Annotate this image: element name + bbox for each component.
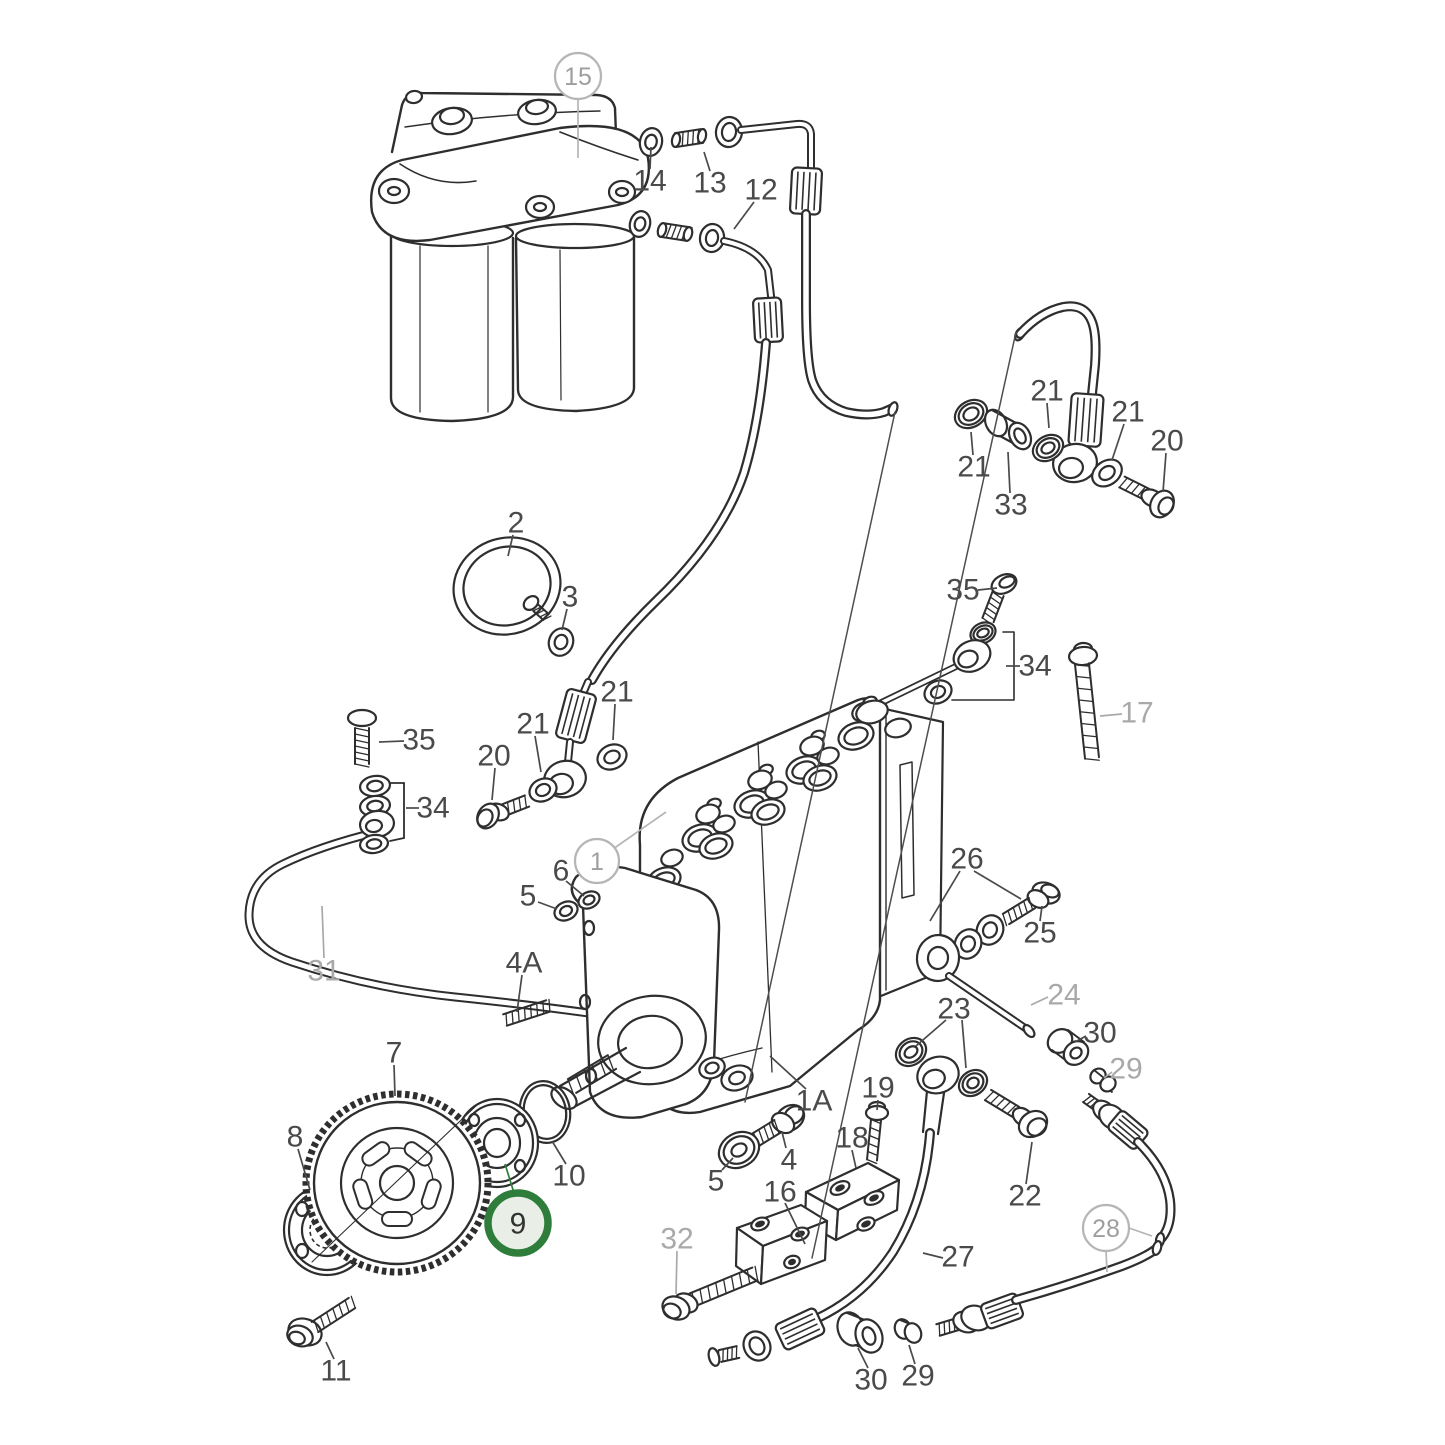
part-callout-23-27[interactable]: 23 [937,993,970,1026]
part-callout-17-18[interactable]: 17 [1120,697,1153,730]
circled-part-callout-28[interactable]: 28 [1081,1203,1131,1253]
part-callout-1A-31[interactable]: 1A [796,1085,833,1118]
part-callout-21-5[interactable]: 21 [957,451,990,484]
circled-part-callout-1[interactable]: 1 [573,837,621,885]
part-callout-10-30[interactable]: 10 [552,1160,585,1193]
part-callout-21-11[interactable]: 21 [516,708,549,741]
circled-part-callout-15[interactable]: 15 [553,51,603,101]
part-callout-12-2[interactable]: 12 [744,174,777,207]
part-callout-21-3[interactable]: 21 [1030,375,1063,408]
part-callout-34-14[interactable]: 34 [416,792,449,825]
part-callout-33-6[interactable]: 33 [994,489,1027,522]
part-callout-34-17[interactable]: 34 [1018,650,1051,683]
part-callout-29-26[interactable]: 29 [1109,1053,1142,1086]
part-callout-19-32[interactable]: 19 [861,1072,894,1105]
part-callout-21-10[interactable]: 21 [600,676,633,709]
part-callout-11-40[interactable]: 11 [320,1355,351,1388]
part-callout-26-19[interactable]: 26 [950,843,983,876]
part-callout-4A-23[interactable]: 4A [506,947,543,980]
part-callout-31-15[interactable]: 31 [307,955,340,988]
part-callout-30-25[interactable]: 30 [1083,1017,1116,1050]
part-callout-20-4[interactable]: 20 [1150,425,1183,458]
svg-text:15: 15 [564,63,592,91]
part-callout-5-22[interactable]: 5 [520,880,537,913]
part-callout-3-9[interactable]: 3 [562,581,579,614]
part-callout-27-38[interactable]: 27 [941,1241,974,1274]
part-callout-24-24[interactable]: 24 [1047,979,1080,1012]
part-callout-30-41[interactable]: 30 [854,1364,887,1397]
highlighted-part-callout-9[interactable]: 9 [484,1189,552,1257]
part-callout-2-8[interactable]: 2 [508,507,525,540]
part-callout-14-0[interactable]: 14 [633,165,666,198]
svg-text:9: 9 [510,1208,527,1241]
part-callout-5-35[interactable]: 5 [708,1165,725,1198]
part-callout-21-7[interactable]: 21 [1111,396,1144,429]
part-callout-16-36[interactable]: 16 [763,1176,796,1209]
part-callout-25-20[interactable]: 25 [1023,917,1056,950]
part-callout-6-21[interactable]: 6 [553,855,570,888]
part-callout-8-29[interactable]: 8 [287,1121,304,1154]
leader-lines [297,99,1167,1369]
part-callout-20-12[interactable]: 20 [477,740,510,773]
svg-text:1: 1 [590,848,604,876]
part-callout-29-42[interactable]: 29 [901,1360,934,1393]
part-callout-35-13[interactable]: 35 [402,724,435,757]
part-callout-13-1[interactable]: 13 [693,167,726,200]
part-callout-4-34[interactable]: 4 [781,1144,798,1177]
part-callout-7-28[interactable]: 7 [386,1037,403,1070]
part-callout-32-39[interactable]: 32 [660,1223,693,1256]
svg-text:28: 28 [1092,1215,1120,1243]
diagram-artwork [244,89,1176,1367]
part-callout-22-37[interactable]: 22 [1008,1180,1041,1213]
part-callout-18-33[interactable]: 18 [835,1122,868,1155]
part-callout-35-16[interactable]: 35 [946,574,979,607]
